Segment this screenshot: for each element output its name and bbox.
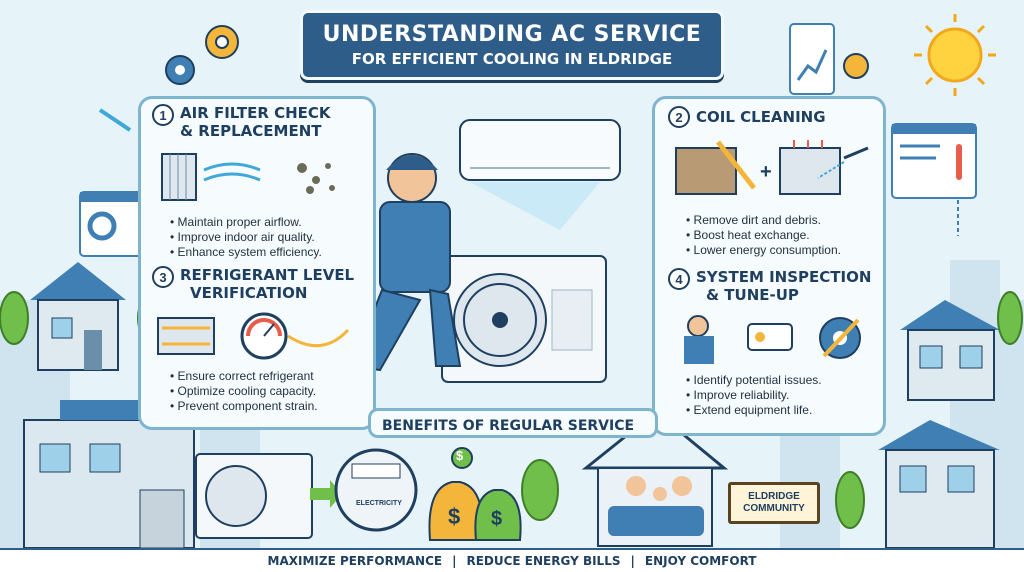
outdoor-ac-unit: [441, 255, 607, 383]
dashboard-screen-icon: [79, 191, 143, 257]
dollar-sign: $: [456, 448, 464, 463]
section-air-filter: 1 AIR FILTER CHECK & REPLACEMENT • Maint…: [152, 104, 372, 260]
inspection-illustration: [684, 315, 861, 364]
section-number: 2: [668, 106, 690, 128]
section-title: AIR FILTER CHECK: [180, 104, 331, 122]
section-title: & TUNE-UP: [706, 286, 799, 304]
electricity-meter-icon: [334, 448, 418, 532]
bullet-item: • Identify potential issues.: [686, 373, 822, 387]
chart-monitor-icon: [789, 23, 869, 95]
bullet-item: • Lower energy consumption.: [686, 243, 841, 257]
section-title: & REPLACEMENT: [180, 122, 322, 140]
sun-icon: [914, 14, 996, 96]
section-title: COIL CLEANING: [696, 108, 826, 126]
title-line-2: FOR EFFICIENT COOLING IN ELDRIDGE: [351, 50, 673, 68]
svg-text:+: +: [760, 161, 772, 183]
house-left: [30, 262, 126, 371]
bullet-item: • Ensure correct refrigerant: [170, 369, 314, 383]
family-house-icon: [581, 410, 729, 547]
footer-divider: |: [630, 554, 635, 568]
section-title: VERIFICATION: [190, 284, 308, 302]
benefits-title: BENEFITS OF REGULAR SERVICE: [382, 418, 635, 434]
benefits-panel: [368, 408, 658, 438]
section-number: 3: [152, 266, 174, 288]
section-title: SYSTEM INSPECTION: [696, 268, 872, 286]
bullet-item: • Enhance system efficiency.: [170, 245, 322, 259]
footer-tagline: MAXIMIZE PERFORMANCE | REDUCE ENERGY BIL…: [0, 548, 1024, 572]
left-panel: [138, 96, 376, 430]
dollar-sign: $: [448, 504, 461, 529]
sign-line-2: COMMUNITY: [743, 503, 805, 514]
house-right-bottom: [878, 420, 1000, 549]
footer-divider: |: [452, 554, 457, 568]
outdoor-unit-small: [195, 453, 342, 539]
bullet-item: • Optimize cooling capacity.: [170, 384, 317, 398]
bullet-item: • Remove dirt and debris.: [686, 213, 821, 227]
money-bags-icon: [428, 447, 522, 541]
meter-label: ELECTRICITY: [356, 500, 402, 507]
section-number: 1: [152, 104, 174, 126]
section-title: REFRIGERANT LEVEL: [180, 266, 355, 284]
refrigerant-gauge-illustration: [157, 312, 350, 360]
dollar-sign: $: [491, 508, 503, 530]
bullet-item: • Maintain proper airflow.: [170, 215, 302, 229]
section-coil-cleaning: 2 COIL CLEANING + • Remove dirt and debr…: [668, 106, 882, 258]
building-left: [23, 400, 195, 549]
sign-line-1: ELDRIDGE: [748, 491, 800, 502]
bullet-item: • Prevent component strain.: [170, 399, 318, 413]
footer-item: MAXIMIZE PERFORMANCE: [267, 554, 443, 568]
thermostat-screen-icon: [891, 123, 977, 199]
air-filter-illustration: [161, 153, 335, 201]
section-refrigerant: 3 REFRIGERANT LEVEL VERIFICATION • Ensur…: [152, 266, 372, 414]
footer-item: REDUCE ENERGY BILLS: [466, 554, 621, 568]
bullet-item: • Extend equipment life.: [686, 403, 813, 417]
indoor-ac-unit: [459, 119, 621, 230]
coil-cleaning-illustration: +: [675, 140, 869, 195]
title-line-1: UNDERSTANDING AC SERVICE: [322, 22, 702, 47]
eldridge-community-sign: ELDRIDGE COMMUNITY: [728, 482, 820, 524]
bullet-item: • Improve reliability.: [686, 388, 790, 402]
title-banner: UNDERSTANDING AC SERVICE FOR EFFICIENT C…: [300, 10, 724, 80]
footer-item: ENJOY COMFORT: [644, 554, 757, 568]
bullet-item: • Improve indoor air quality.: [170, 230, 315, 244]
section-system-inspection: 4 SYSTEM INSPECTION & TUNE-UP • Identify…: [668, 268, 882, 418]
house-right: [900, 300, 1000, 401]
section-number: 4: [668, 268, 690, 290]
gear-icon: [165, 25, 239, 85]
bullet-item: • Boost heat exchange.: [686, 228, 810, 242]
